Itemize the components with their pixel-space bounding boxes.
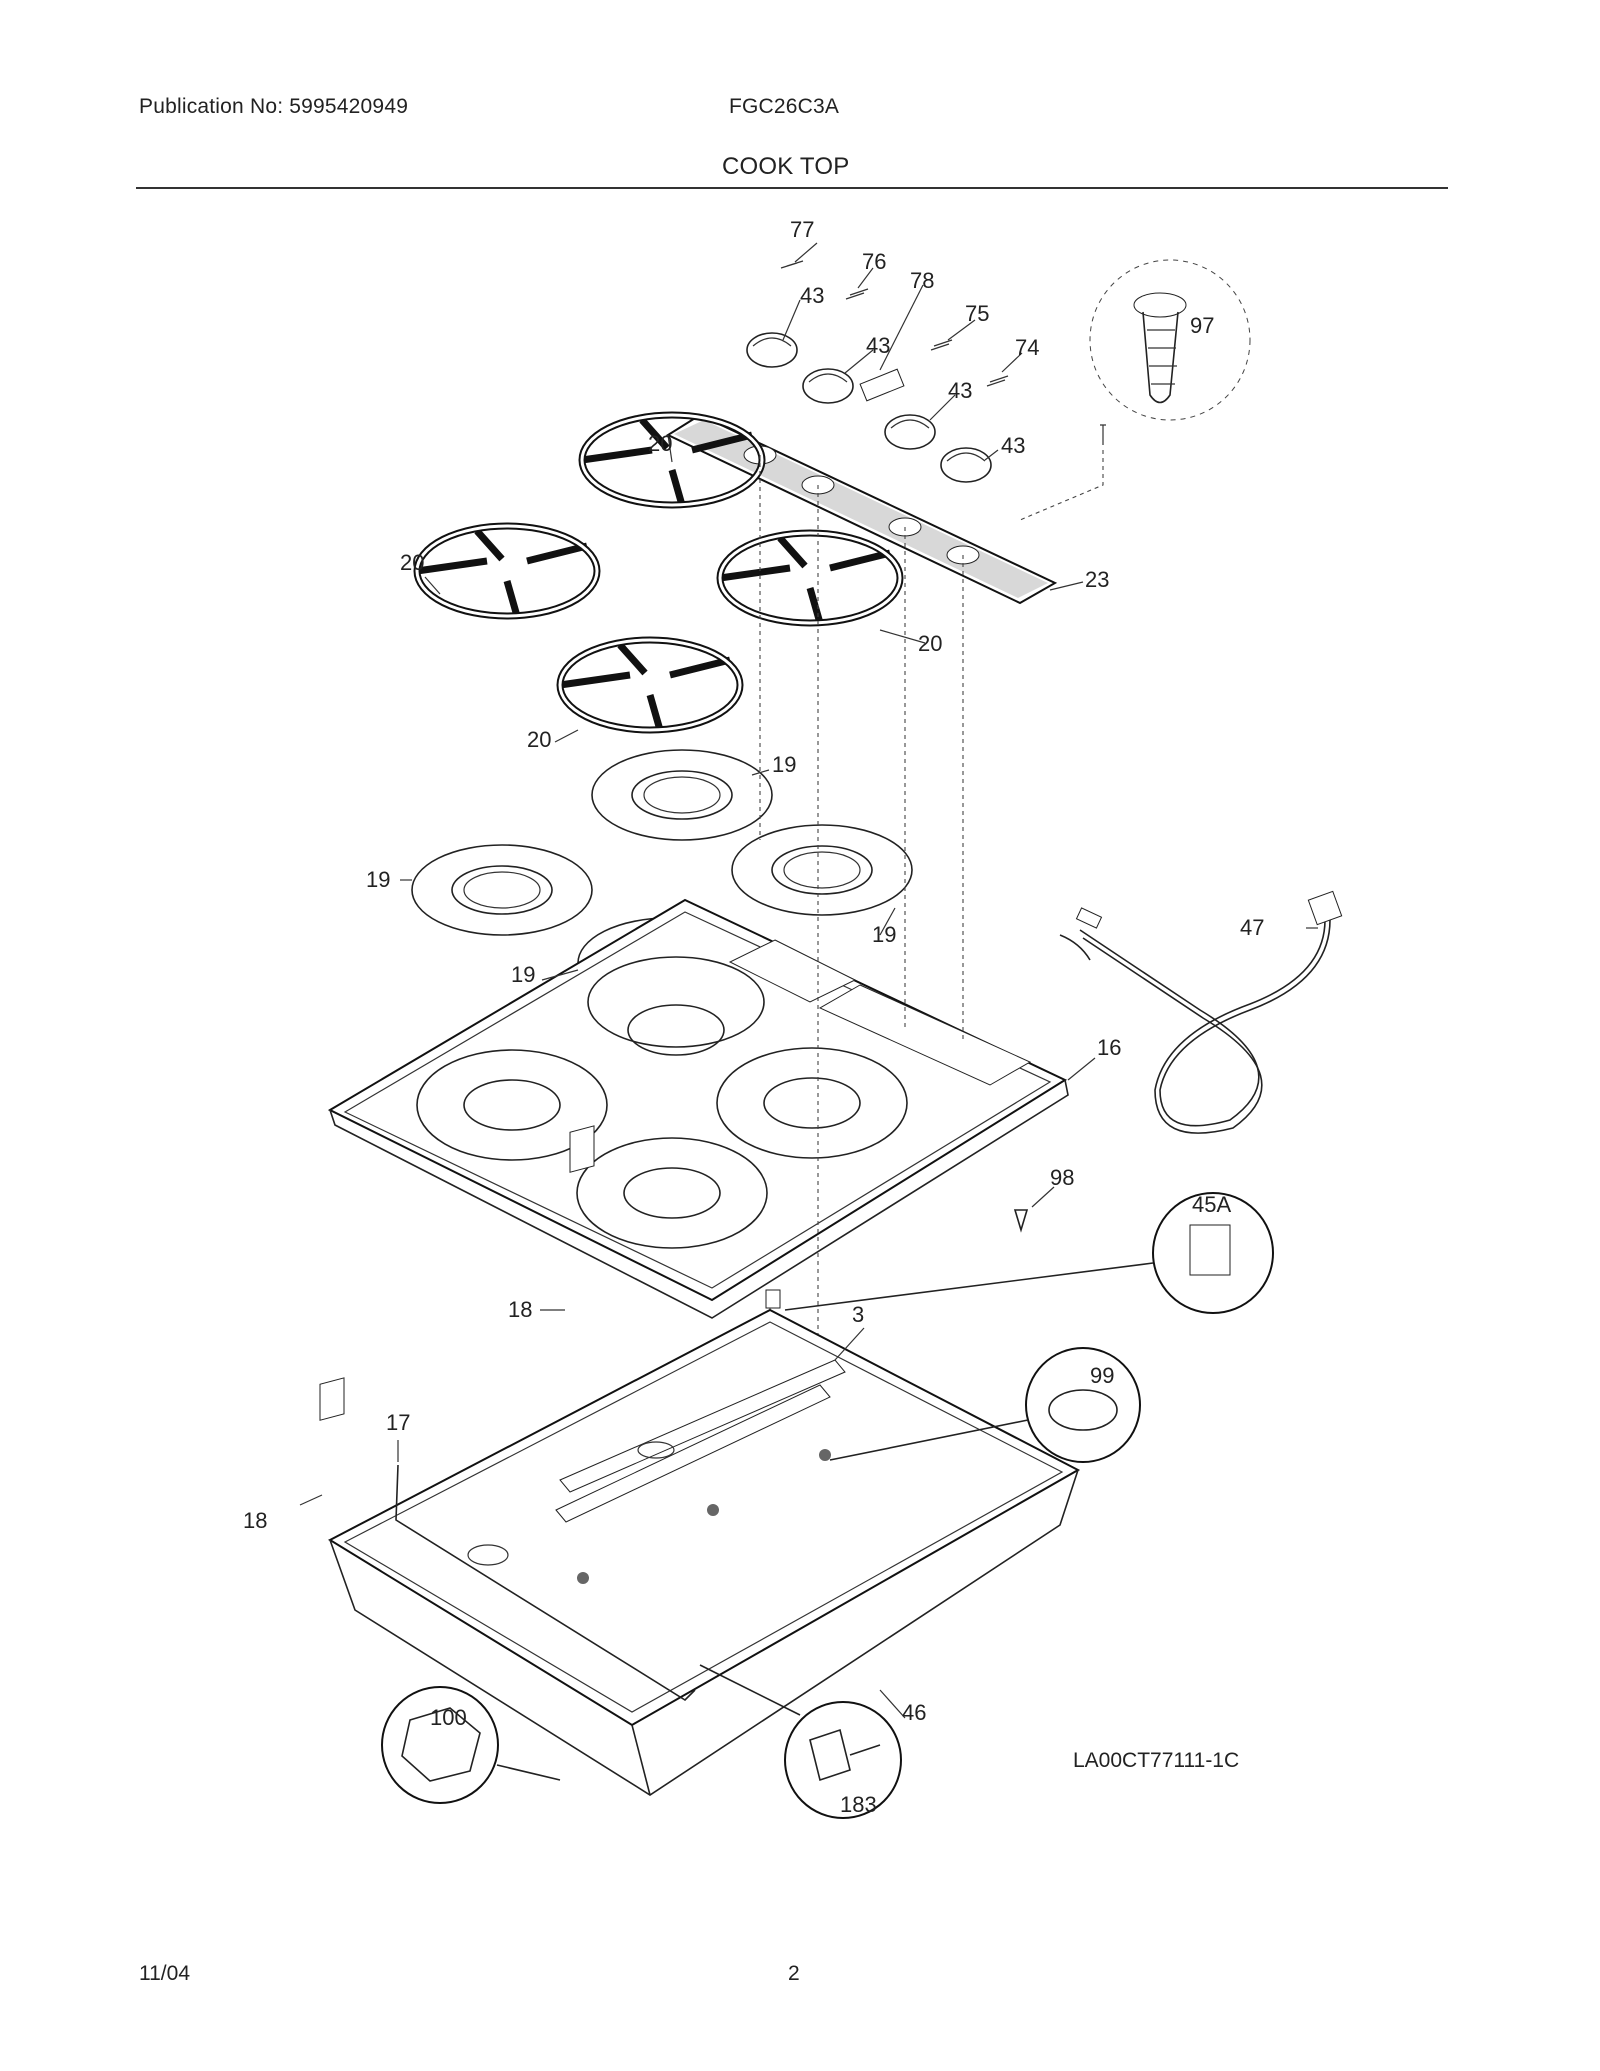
callout-16: 16 [1097, 1035, 1121, 1060]
callout-74: 74 [1015, 335, 1039, 360]
detail-bubbles [381, 1192, 1274, 1819]
callout-17: 17 [386, 1410, 410, 1435]
callout-47: 47 [1240, 915, 1264, 940]
callout-19-a: 19 [772, 752, 796, 777]
callout-97: 97 [1190, 313, 1214, 338]
knobs [746, 332, 992, 483]
callout-183: 183 [840, 1792, 877, 1817]
header-rule [136, 187, 1448, 189]
callout-43-a: 43 [800, 283, 824, 308]
callout-18-a: 18 [508, 1297, 532, 1322]
callout-43-d: 43 [1001, 433, 1025, 458]
footer-date: 11/04 [139, 1962, 190, 1985]
callout-77: 77 [790, 217, 814, 242]
callout-19-b: 19 [366, 867, 390, 892]
diagram-reference-code: LA00CT77111-1C [1073, 1749, 1240, 1772]
callout-20-b: 20 [400, 550, 424, 575]
burner-grates [413, 411, 904, 734]
callout-75: 75 [965, 301, 989, 326]
callout-45a: 45A [1192, 1192, 1231, 1217]
callout-46: 46 [902, 1700, 926, 1725]
burner-box [327, 1308, 1081, 1796]
callout-20-d: 20 [527, 727, 551, 752]
power-cord [1059, 890, 1343, 1134]
callout-98: 98 [1050, 1165, 1074, 1190]
callout-labels: 77 76 78 75 74 97 43 43 43 43 20 20 20 2… [243, 217, 1264, 1817]
callout-3: 3 [852, 1302, 864, 1327]
callout-43-b: 43 [866, 333, 890, 358]
cooktop-panel [327, 898, 1069, 1319]
callout-19-d: 19 [511, 962, 535, 987]
callout-23: 23 [1085, 567, 1109, 592]
brackets [319, 1125, 1029, 1421]
leader-lines [299, 242, 1318, 1719]
rod-17 [395, 1464, 696, 1702]
callout-20-c: 20 [918, 631, 942, 656]
callout-20-a: 20 [648, 431, 672, 456]
page-number: 2 [788, 1962, 800, 1985]
screw-97-detail [1019, 259, 1251, 521]
section-title: COOK TOP [722, 153, 850, 180]
callout-78: 78 [910, 268, 934, 293]
publication-number: Publication No: 5995420949 [139, 95, 409, 118]
callout-100: 100 [430, 1705, 467, 1730]
callout-43-c: 43 [948, 378, 972, 403]
callout-18-b: 18 [243, 1508, 267, 1533]
model-number: FGC26C3A [729, 95, 840, 118]
callout-99: 99 [1090, 1363, 1114, 1388]
callout-19-c: 19 [872, 922, 896, 947]
control-labels [780, 260, 1009, 402]
callout-76: 76 [862, 249, 886, 274]
